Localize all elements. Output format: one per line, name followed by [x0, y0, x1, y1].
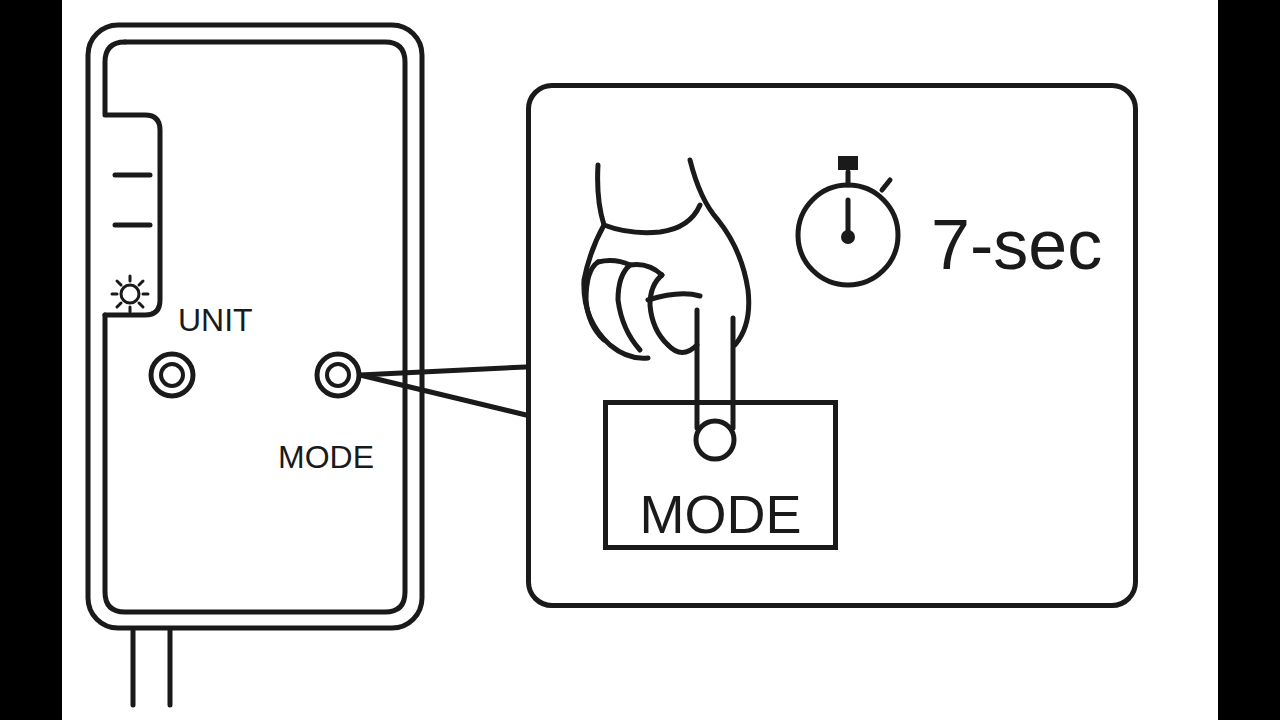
mode-button: [317, 354, 359, 396]
stopwatch-crown: [838, 156, 858, 170]
led-icon: [112, 276, 148, 312]
label-text: UNIT: [178, 304, 253, 336]
label-text: MODE: [278, 441, 374, 473]
wire: [131, 630, 136, 705]
led-slot: [115, 173, 150, 178]
stopwatch-icon: [798, 172, 898, 285]
callout-wedge: [360, 375, 526, 415]
side-bar: [0, 0, 62, 720]
mode-button: [327, 364, 349, 386]
callout-wedge: [360, 367, 526, 375]
callout-panel: 7-secMODE: [526, 83, 1138, 608]
label-text: 7-sec: [931, 210, 1102, 280]
device-housing: UNIT MODE: [88, 25, 422, 628]
label-text: MODE: [640, 487, 802, 541]
hand: [584, 160, 749, 459]
wire: [168, 630, 173, 705]
housing-outline: [88, 25, 422, 628]
led-slot: [115, 223, 150, 228]
led-panel: [105, 42, 160, 315]
side-bar: [1218, 0, 1280, 720]
button: [151, 354, 193, 396]
stopwatch-hub: [841, 230, 855, 244]
housing-inner: [105, 42, 405, 612]
button-box: MODE: [603, 400, 838, 550]
button: [161, 364, 183, 386]
